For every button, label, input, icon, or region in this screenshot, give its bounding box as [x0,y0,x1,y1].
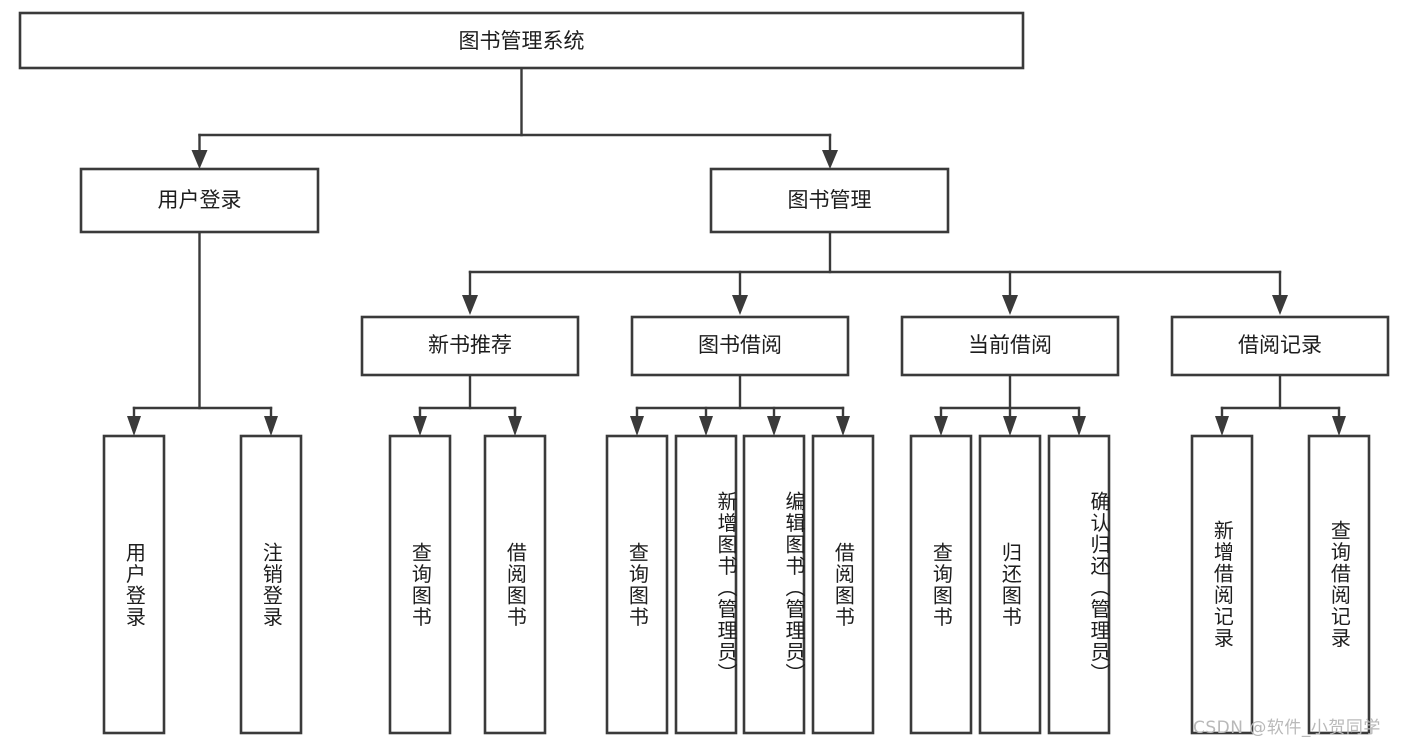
connector-group-current-borrow [934,373,1086,436]
arrow-root-to-user-login [191,150,208,169]
leaf-box-borrow-book-2[interactable] [811,434,875,735]
leaf-box-user-login[interactable] [102,434,166,735]
csdn-watermark: CSDN @软件_小贺同学 [1193,718,1381,738]
node-book-borrow-box[interactable] [630,315,850,377]
leaf-boxes-borrow-record [1190,434,1371,735]
node-borrow-record[interactable]: 借阅记录 [1170,315,1390,377]
node-current-borrow-box[interactable] [900,315,1120,377]
leaf-boxes-user-login [102,434,303,735]
node-user-login-label: 用户登录 [158,188,242,212]
leaf-boxes-current-borrow [909,434,1111,735]
arrow-nb-to-leaf2 [508,416,522,436]
leaf-box-edit-book[interactable] [742,434,806,735]
leaf-boxes-book-borrow [605,434,875,735]
arrow-br-to-leaf1 [1215,416,1229,436]
arrow-cb-to-leaf1 [934,416,948,436]
node-current-borrow-label: 当前借阅 [968,333,1052,357]
connector-group-book-borrow [630,373,850,436]
connector-group-book-management [462,230,1288,315]
arrow-bm-to-new-book [462,295,478,315]
arrow-bm-to-borrow-record [1272,295,1288,315]
node-book-borrow-label: 图书借阅 [698,333,782,357]
connector-group-root [191,66,838,169]
leaf-box-return-book[interactable] [978,434,1042,735]
leaf-box-query-record[interactable] [1307,434,1371,735]
leaf-box-query-book-3[interactable] [909,434,973,735]
arrow-ul-to-leaf1 [127,416,141,436]
leaf-box-query-book-2[interactable] [605,434,669,735]
node-user-login[interactable]: 用户登录 [79,167,320,234]
node-book-management-label: 图书管理 [788,188,872,212]
arrow-root-to-book-management [822,150,838,169]
node-new-book-recommend[interactable]: 新书推荐 [360,315,580,377]
node-book-management-box[interactable] [709,167,950,234]
node-new-book-recommend-label: 新书推荐 [428,333,512,357]
node-new-book-recommend-box[interactable] [360,315,580,377]
arrow-bm-to-book-borrow [732,295,748,315]
arrow-cb-to-leaf3 [1072,416,1086,436]
node-book-management[interactable]: 图书管理 [709,167,950,234]
arrow-bb-to-leaf1 [630,416,644,436]
arrow-bb-to-leaf4 [836,416,850,436]
leaf-box-query-book-1[interactable] [388,434,452,735]
arrow-bb-to-leaf2 [699,416,713,436]
connector-group-new-book [413,373,522,436]
node-root-label: 图书管理系统 [459,29,585,53]
leaf-box-borrow-book-1[interactable] [483,434,547,735]
node-book-borrow[interactable]: 图书借阅 [630,315,850,377]
leaf-box-add-book[interactable] [674,434,738,735]
node-current-borrow[interactable]: 当前借阅 [900,315,1120,377]
node-borrow-record-label: 借阅记录 [1238,333,1322,357]
leaf-box-confirm-return[interactable] [1047,434,1111,735]
leaf-box-user-logout[interactable] [239,434,303,735]
leaf-boxes-new-book-recommend [388,434,547,735]
arrow-bm-to-current-borrow [1002,295,1018,315]
node-borrow-record-box[interactable] [1170,315,1390,377]
arrow-nb-to-leaf1 [413,416,427,436]
leaf-box-add-record[interactable] [1190,434,1254,735]
connector-group-user-login [127,230,278,436]
node-user-login-box[interactable] [79,167,320,234]
arrow-ul-to-leaf2 [264,416,278,436]
arrow-br-to-leaf2 [1332,416,1346,436]
arrow-cb-to-leaf2 [1003,416,1017,436]
node-root-box[interactable] [18,11,1025,70]
connector-group-borrow-record [1215,373,1346,436]
node-root[interactable]: 图书管理系统 [18,11,1025,70]
arrow-bb-to-leaf3 [767,416,781,436]
